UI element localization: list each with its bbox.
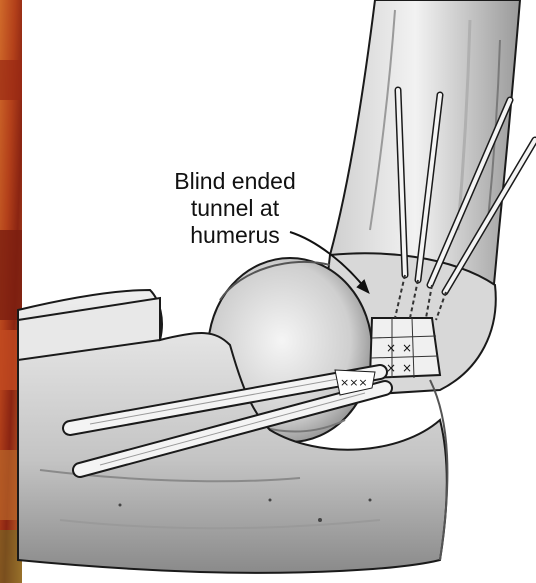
callout-line-2: tunnel at	[150, 195, 320, 222]
tunnel-callout-label: Blind ended tunnel at humerus	[150, 168, 320, 249]
svg-text:×××: ×××	[340, 376, 368, 389]
svg-text:×: ×	[386, 341, 396, 355]
callout-line-3: humerus	[150, 222, 320, 249]
svg-text:×: ×	[402, 341, 412, 355]
svg-text:×: ×	[402, 361, 412, 375]
callout-line-1: Blind ended	[150, 168, 320, 195]
